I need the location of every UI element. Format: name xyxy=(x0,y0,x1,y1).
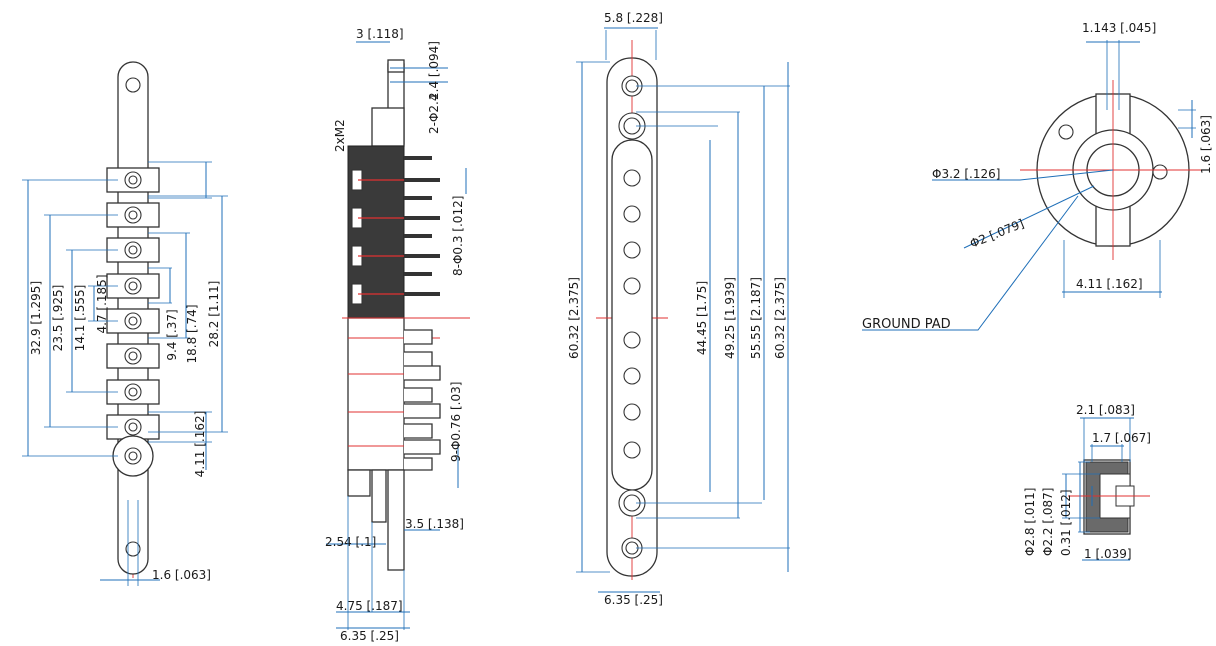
side-dim-8-phi0-3: 8-Φ0.3 [.012] xyxy=(451,196,465,276)
pin-dim-1: 1 [.039] xyxy=(1084,547,1132,561)
rear-dim-6-35: 6.35 [.25] xyxy=(604,593,663,607)
rear-dim-60-32-left: 60.32 [2.375] xyxy=(567,277,581,359)
front-dim-9-4: 9.4 [.37] xyxy=(165,309,179,360)
side-dim-2-54: 2.54 [.1] xyxy=(325,535,376,549)
rear-dim-44-45: 44.45 [1.75] xyxy=(695,281,709,355)
front-dim-4-7: 4.7 [.185] xyxy=(95,275,109,334)
flange-dim-phi3-2: Φ3.2 [.126] xyxy=(932,167,1000,181)
rear-holes xyxy=(618,75,646,559)
front-dim-28-2: 28.2 [1.11] xyxy=(207,281,221,348)
front-view: 32.9 [1.295] 23.5 [.925] 14.1 [.555] 4.7… xyxy=(22,61,228,586)
side-dim-4-75: 4.75 [.187] xyxy=(336,599,403,613)
detail-pin: 2.1 [.083] 1.7 [.067] Φ2.8 [.011] Φ2.2 [… xyxy=(1023,403,1151,561)
front-dim-4-11: 4.11 [.162] xyxy=(193,411,207,478)
flange-dim-phi2: Φ2 [.079] xyxy=(968,216,1026,250)
pin-dim-phi2-2: Φ2.2 [.087] xyxy=(1041,488,1055,556)
rear-dim-55-55: 55.55 [2.187] xyxy=(749,277,763,359)
side-dim-3: 3 [.118] xyxy=(356,27,404,41)
rear-view: 5.8 [.228] 60.32 [2.375] 44.45 [1.75] 49… xyxy=(567,11,790,607)
side-dim-2-4: 2.4 [.094] xyxy=(427,41,441,100)
rear-dim-60-32-right: 60.32 [2.375] xyxy=(773,277,787,359)
side-lower-body xyxy=(347,317,405,471)
front-dim-32-9: 32.9 [1.295] xyxy=(29,281,43,355)
rear-dim-5-8: 5.8 [.228] xyxy=(604,11,663,25)
side-dim-2xm2: 2xM2 xyxy=(333,119,347,152)
pin-dim-phi2-8: Φ2.8 [.011] xyxy=(1023,488,1037,556)
pin-dim-2-1: 2.1 [.083] xyxy=(1076,403,1135,417)
side-upper-pins xyxy=(351,156,440,305)
side-view: 3 [.118] 2.4 [.094] 2-Φ2.4 2xM2 8-Φ0.3 [… xyxy=(325,27,470,643)
rear-dim-49-25: 49.25 [1.939] xyxy=(723,277,737,359)
flange-dim-1-6: 1.6 [.063] xyxy=(1199,115,1213,174)
pin-dim-1-7: 1.7 [.067] xyxy=(1092,431,1151,445)
flange-dim-1-143: 1.143 [.045] xyxy=(1082,21,1156,35)
front-dim-18-8: 18.8 [.74] xyxy=(185,305,199,364)
front-dim-14-1: 14.1 [.555] xyxy=(73,285,87,352)
front-contacts xyxy=(106,167,160,477)
side-dim-9-phi0-76: 9-Φ0.76 [.03] xyxy=(449,382,463,462)
side-lower-pins xyxy=(348,329,441,471)
front-dim-1-6: 1.6 [.063] xyxy=(152,568,211,582)
side-dim-phi2-4: 2-Φ2.4 xyxy=(427,94,441,135)
front-dim-23-5: 23.5 [.925] xyxy=(51,285,65,352)
flange-dim-4-11: 4.11 [.162] xyxy=(1076,277,1143,291)
ground-pad-label: GROUND PAD xyxy=(862,317,951,332)
detail-flange: 1.143 [.045] 1.6 [.063] Φ3.2 [.126] Φ2 [… xyxy=(862,21,1213,332)
side-dim-6-35: 6.35 [.25] xyxy=(340,629,399,643)
pin-dim-0-31: 0.31 [.012] xyxy=(1059,489,1073,556)
side-dim-3-5: 3.5 [.138] xyxy=(405,517,464,531)
